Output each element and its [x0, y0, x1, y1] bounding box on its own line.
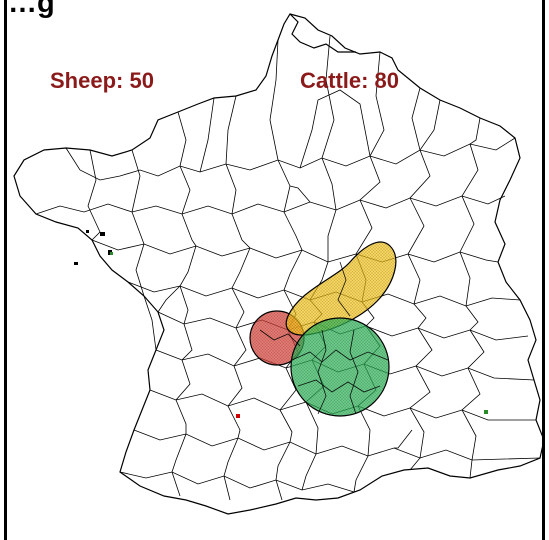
frame-right-border — [542, 0, 545, 540]
frame-left-border — [4, 0, 7, 540]
cropped-title: …g — [8, 0, 55, 19]
islands — [74, 230, 112, 265]
location-markers — [110, 252, 488, 418]
department-borders-overlay — [259, 261, 389, 415]
department-borders — [35, 35, 541, 501]
france-outline — [13, 13, 545, 515]
zone-cattle-circle — [290, 317, 390, 417]
cattle-count-label: Cattle: 80 — [300, 68, 400, 93]
northern-coast-fragment — [289, 13, 356, 53]
sheep-count-label: Sheep: 50 — [50, 68, 154, 93]
